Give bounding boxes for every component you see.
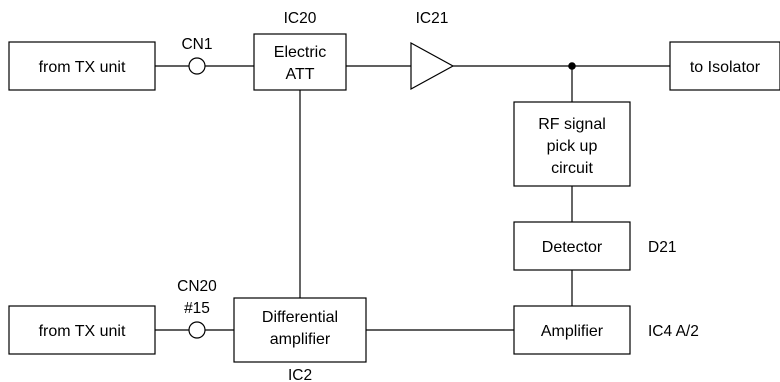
label-ic4: IC4 A/2 [648, 323, 699, 340]
buffer-amplifier-ic21 [410, 41, 455, 91]
text-pick-up: pick up [547, 138, 598, 155]
connector-cn1 [188, 57, 206, 75]
box-amplifier [513, 305, 631, 355]
label-cn20: CN20 [177, 278, 217, 295]
wires [155, 62, 670, 331]
label-ic21: IC21 [416, 10, 449, 27]
text-detector: Detector [542, 239, 603, 256]
box-rf-pickup [513, 101, 631, 187]
text-circuit: circuit [551, 160, 593, 177]
junction-dot [568, 62, 576, 70]
label-cn1: CN1 [181, 36, 212, 53]
box-electric-att [253, 33, 347, 91]
label-ic2: IC2 [288, 367, 312, 382]
box-from-tx-unit-bottom [8, 305, 156, 355]
label-d21: D21 [648, 239, 676, 256]
box-to-isolator [669, 41, 780, 91]
text-rf-signal: RF signal [538, 116, 606, 133]
box-from-tx-unit-top [8, 41, 156, 91]
text-from-tx-unit-top: from TX unit [39, 59, 126, 76]
text-to-isolator: to Isolator [690, 59, 761, 76]
label-ic20: IC20 [284, 10, 317, 27]
text-amplifier: Amplifier [541, 323, 604, 340]
text-att: ATT [285, 66, 314, 83]
label-pin15: #15 [184, 300, 210, 317]
text-from-tx-unit-bottom: from TX unit [39, 323, 126, 340]
text-differential: Differential [262, 309, 338, 326]
box-differential-amplifier [233, 297, 367, 363]
box-detector [513, 221, 631, 271]
connector-cn20 [188, 321, 206, 339]
text-amplifier-line2: amplifier [270, 331, 331, 348]
text-electric: Electric [274, 44, 326, 61]
